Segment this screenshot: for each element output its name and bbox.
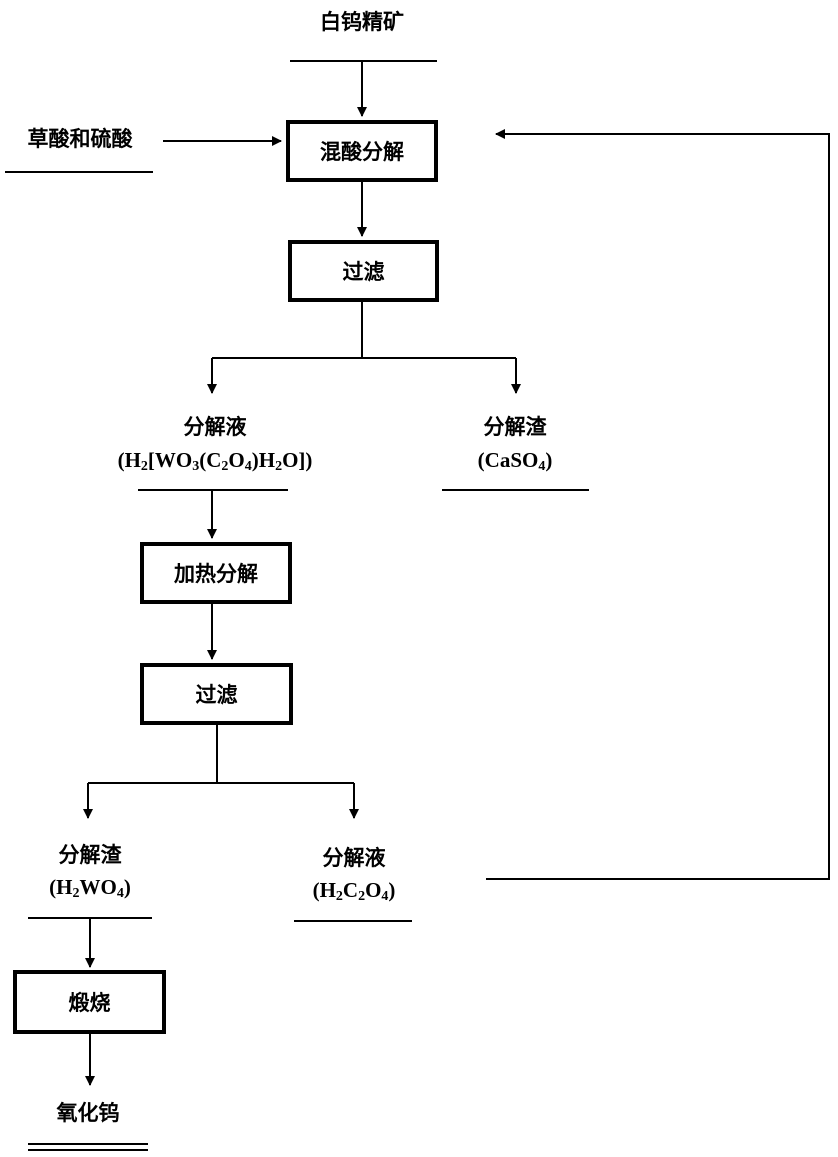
- step2-box: 过滤: [288, 240, 439, 302]
- step2-label: 过滤: [343, 256, 385, 286]
- recycle-loop-arrow: [486, 134, 829, 879]
- step1-label: 混酸分解: [320, 136, 404, 166]
- liquid1-label: 分解液: [155, 414, 275, 441]
- step4-label: 过滤: [196, 679, 238, 709]
- residue2-label: 分解渣: [30, 842, 150, 869]
- step5-label: 煅烧: [69, 987, 111, 1017]
- step5-box: 煅烧: [13, 970, 166, 1034]
- reagent-label: 草酸和硫酸: [10, 126, 150, 153]
- liquid1-formula: (H2[WO3(C2O4)H2O]): [80, 447, 350, 474]
- step1-box: 混酸分解: [286, 120, 438, 182]
- step3-box: 加热分解: [140, 542, 292, 604]
- liquid2-formula: (H2C2O4): [289, 877, 419, 904]
- liquid2-label: 分解液: [294, 845, 414, 872]
- residue2-formula: (H2WO4): [25, 874, 155, 901]
- step3-label: 加热分解: [174, 558, 258, 588]
- product-label: 氧化钨: [28, 1100, 148, 1127]
- raw-material-label: 白钨精矿: [300, 9, 424, 36]
- step4-box: 过滤: [140, 663, 293, 725]
- residue1-label: 分解渣: [455, 414, 575, 441]
- residue1-formula: (CaSO4): [455, 447, 575, 474]
